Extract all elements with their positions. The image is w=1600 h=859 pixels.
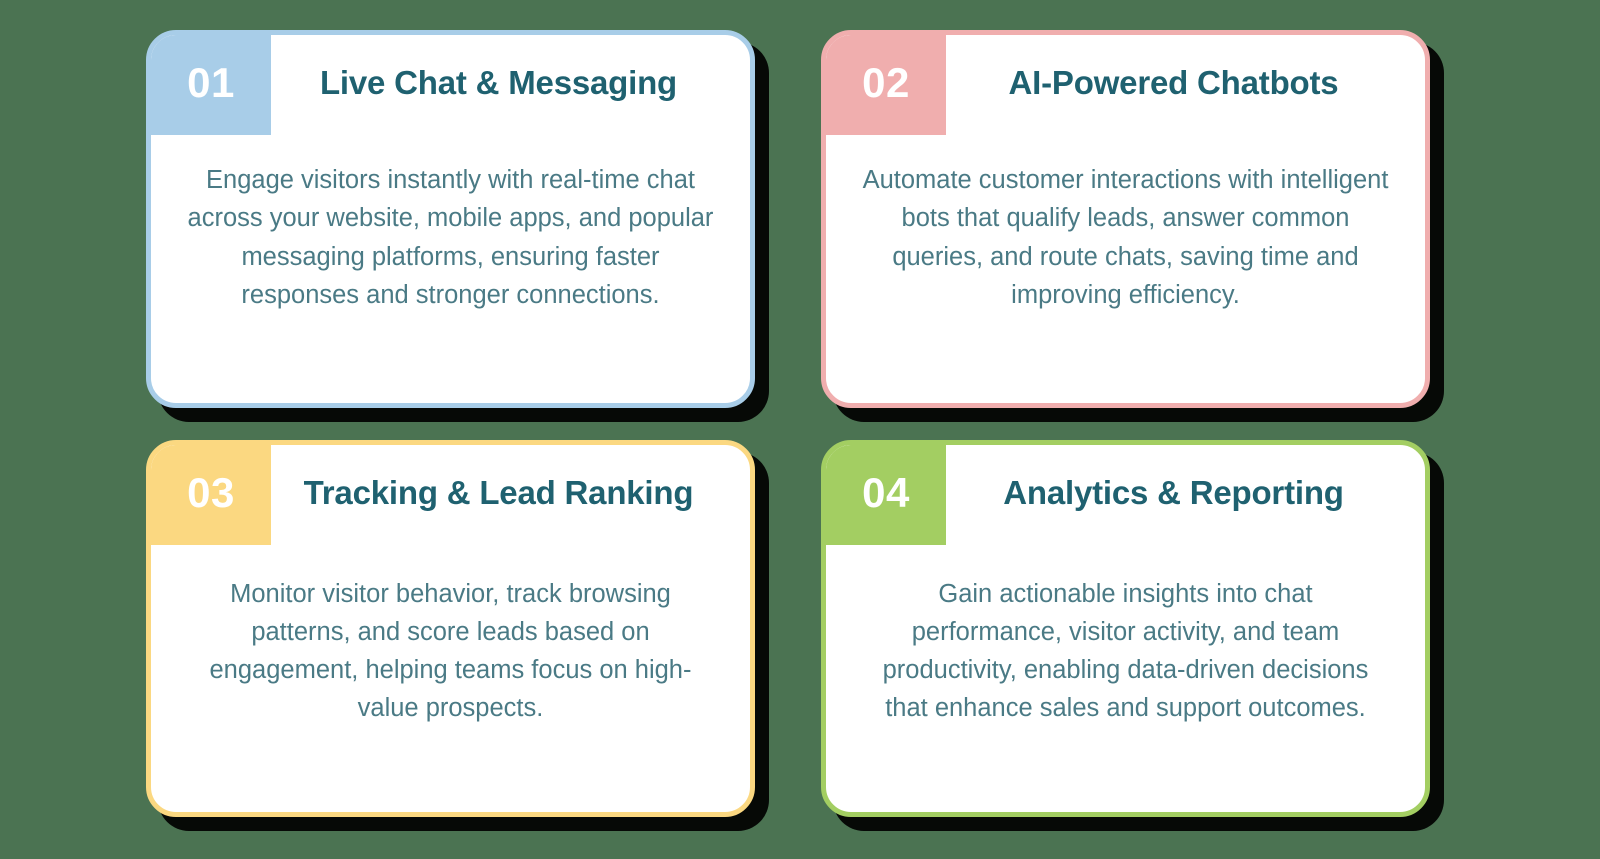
feature-card-04[interactable]: 04 Analytics & Reporting Gain actionable… (821, 439, 1430, 817)
card-title: Tracking & Lead Ranking (303, 473, 694, 511)
card-number: 01 (187, 59, 235, 106)
feature-card-02[interactable]: 02 AI-Powered Chatbots Automate customer… (821, 30, 1430, 408)
card-number: 04 (862, 468, 910, 516)
card-description: Monitor visitor behavior, track browsing… (209, 579, 692, 723)
card-header: 03 Tracking & Lead Ranking (151, 444, 750, 545)
card-number-badge: 03 (151, 444, 271, 545)
card-description: Engage visitors instantly with real-time… (187, 166, 714, 309)
card-number: 02 (862, 59, 910, 106)
card-number-badge: 02 (826, 35, 946, 135)
card-title: Live Chat & Messaging (319, 64, 678, 102)
feature-card-03[interactable]: 03 Tracking & Lead Ranking Monitor visit… (146, 439, 755, 817)
feature-card-01[interactable]: 01 Live Chat & Messaging Engage visitors… (146, 30, 755, 408)
card-title: AI-Powered Chatbots (1008, 64, 1339, 102)
card-number-badge: 01 (151, 35, 271, 135)
card-number: 03 (187, 468, 235, 516)
card-description: Gain actionable insights into chat perfo… (882, 579, 1369, 723)
card-header: 01 Live Chat & Messaging (151, 35, 750, 135)
card-description: Automate customer interactions with inte… (862, 166, 1389, 309)
card-number-badge: 04 (826, 444, 946, 545)
card-header: 02 AI-Powered Chatbots (826, 35, 1425, 135)
card-title: Analytics & Reporting (1003, 473, 1344, 511)
card-header: 04 Analytics & Reporting (826, 444, 1425, 545)
